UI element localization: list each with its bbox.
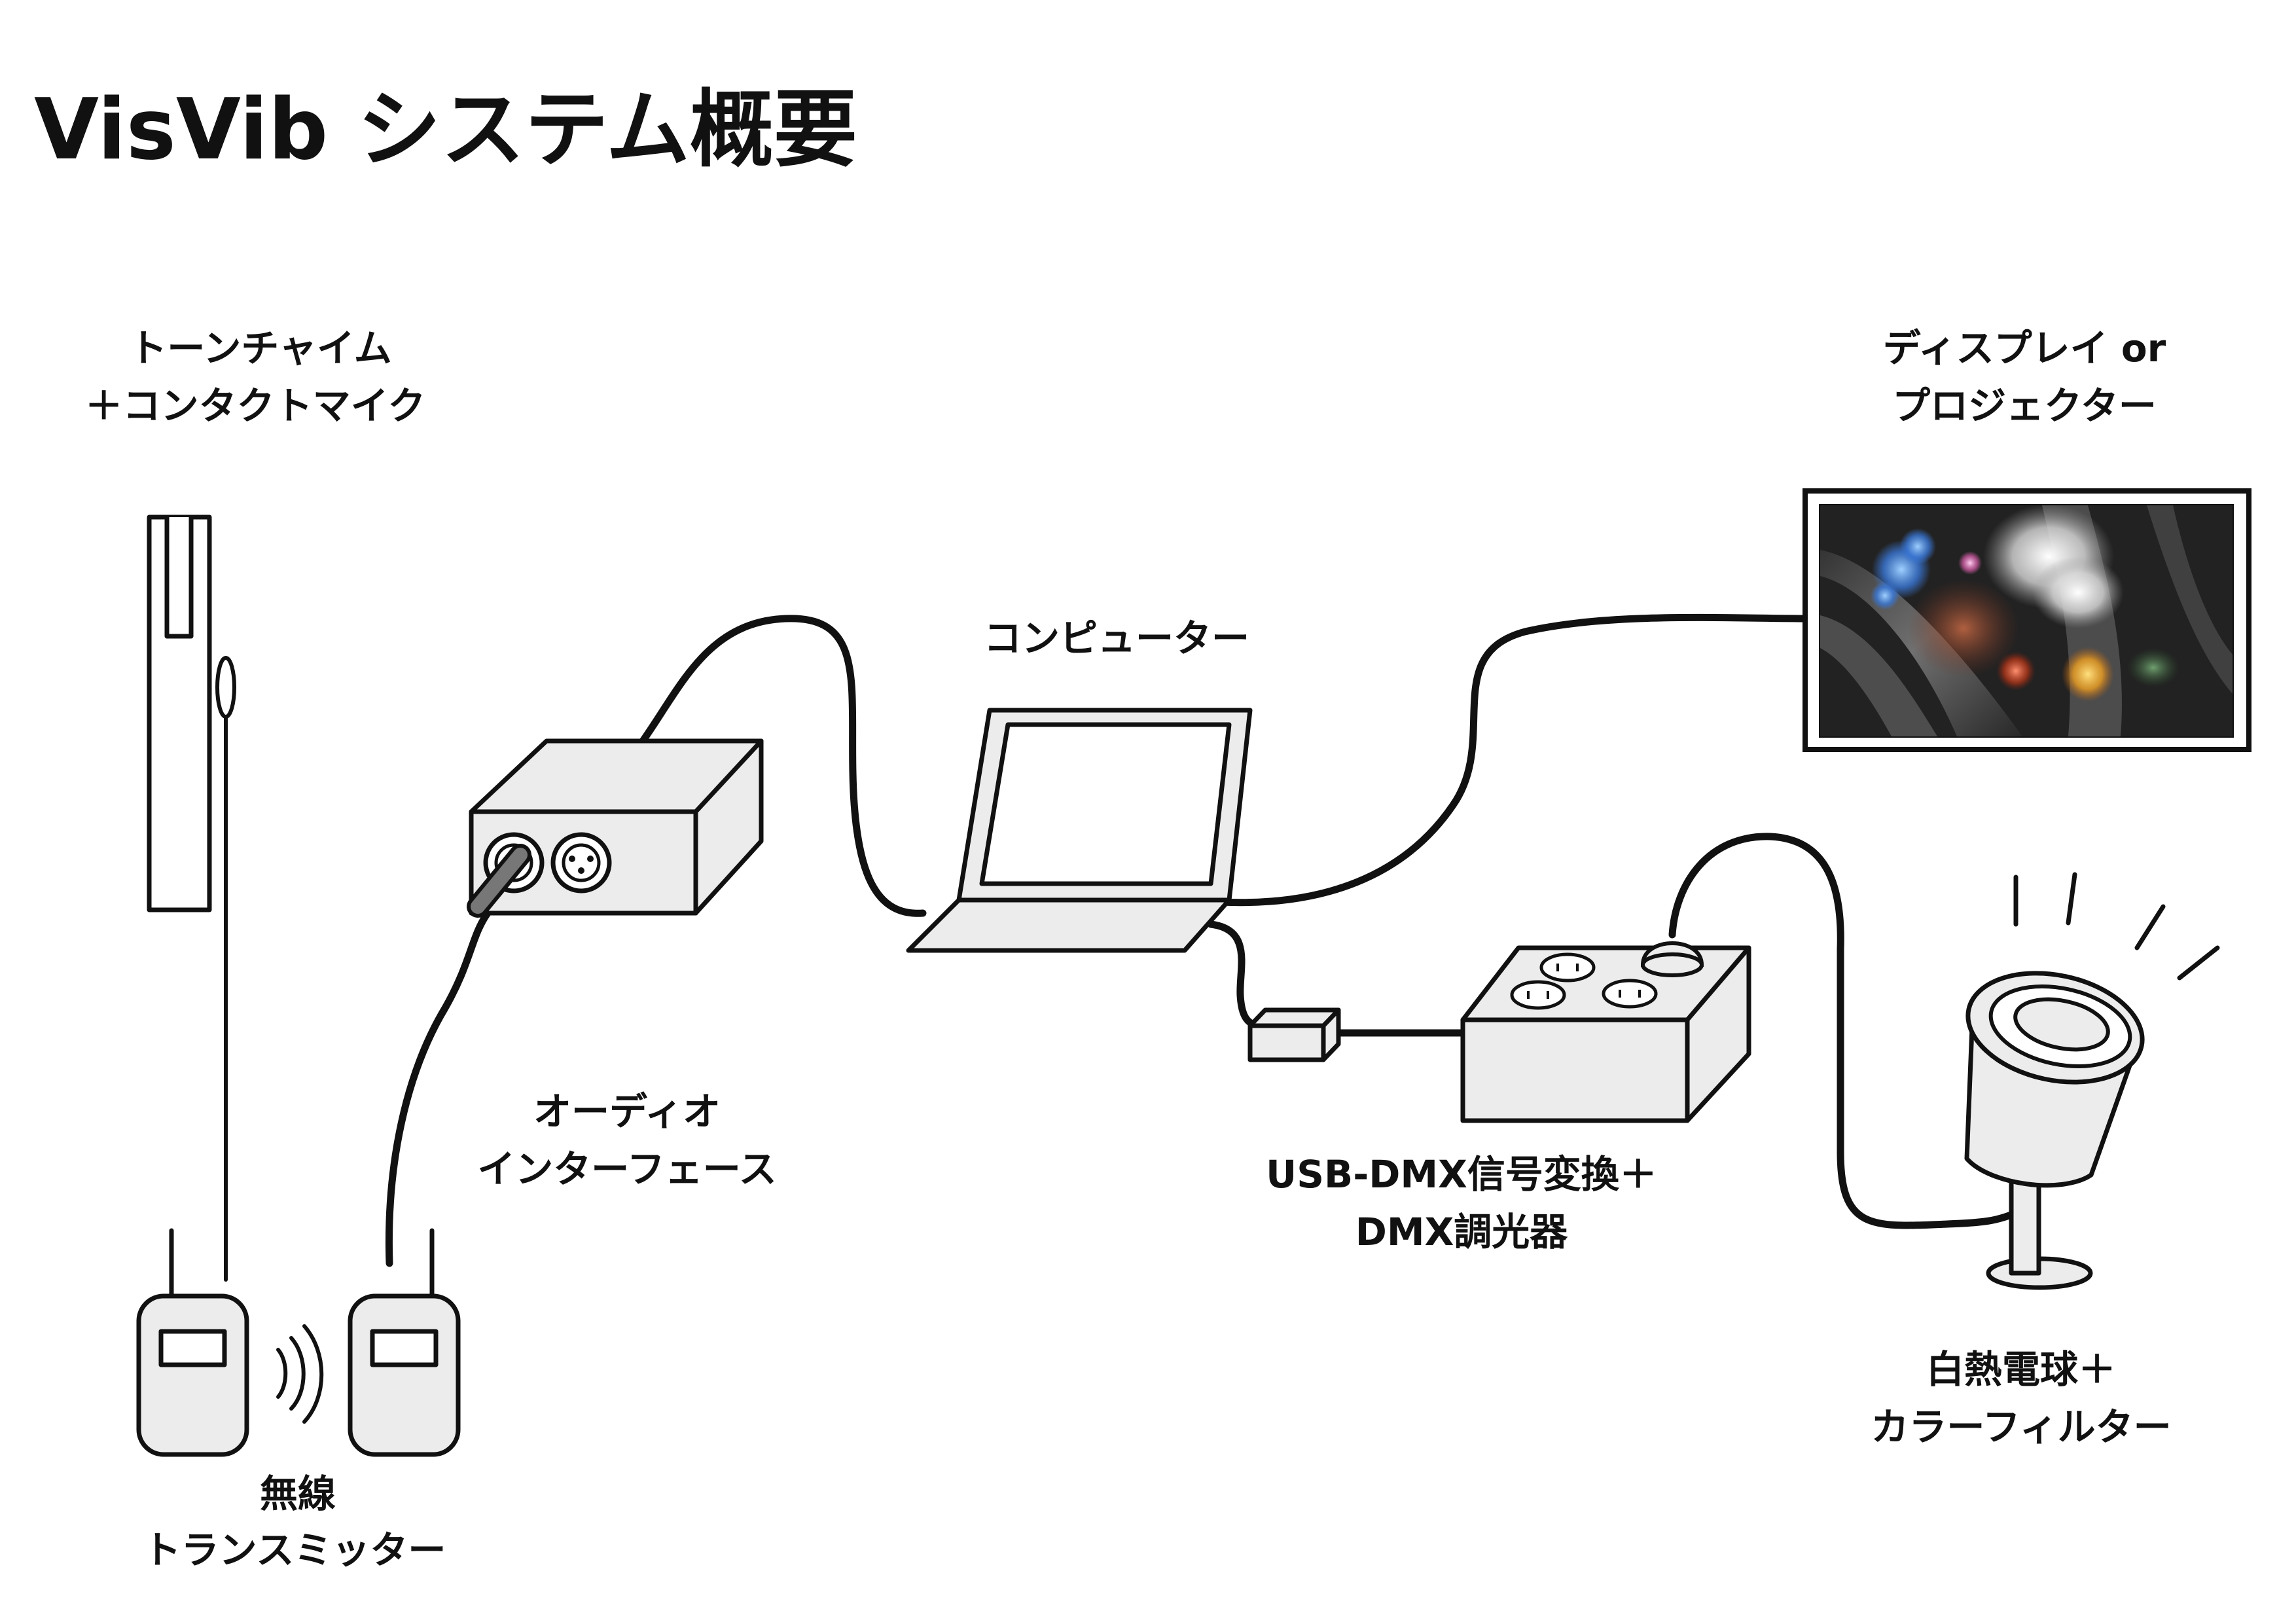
tone-chime-icon (147, 514, 236, 912)
tone-chime-label-line1: トーンチャイム (129, 326, 391, 370)
usb-dmx-converter-icon (1247, 1007, 1341, 1062)
usb-cable-audio (639, 615, 927, 917)
incandescent-lamp-icon (1964, 872, 2220, 1290)
audio-interface-icon (467, 738, 764, 918)
wireless-receiver-icon (348, 1228, 461, 1457)
usb-cable-dmx (1207, 920, 1270, 1030)
radio-waves-icon (276, 1324, 324, 1424)
transmitter-label-line1: 無線 (260, 1471, 336, 1516)
dmx-label-line2: DMX調光器 (1355, 1210, 1569, 1254)
display-cable (1217, 613, 1812, 907)
audio-interface-label-line2: インターフェース (477, 1147, 777, 1191)
lamp-label-line2: カラーフィルター (1871, 1405, 2171, 1449)
xlr-cable (386, 909, 492, 1267)
dmx-label-line1: USB-DMX信号変換＋ (1266, 1152, 1657, 1197)
computer-label: コンピューター (984, 616, 1249, 660)
transmitter-label-line2: トランスミッター (143, 1528, 446, 1572)
lamp-label-line1: 白熱電球＋ (1926, 1347, 2116, 1392)
display-label-line1: ディスプレイ or (1883, 326, 2166, 370)
audio-interface-label-line1: オーディオ (533, 1089, 721, 1134)
wireless-transmitter-icon (136, 1228, 249, 1457)
page-title: VisVib システム概要 (34, 81, 857, 179)
display-icon (1803, 488, 2251, 752)
laptop-icon (906, 708, 1253, 953)
display-label-line2: プロジェクター (1892, 384, 2157, 428)
dmx-dimmer-icon (1460, 941, 1751, 1123)
tone-chime-label-line2: ＋コンタクトマイク (85, 384, 426, 428)
lamp-power-cable (1668, 833, 2017, 1229)
